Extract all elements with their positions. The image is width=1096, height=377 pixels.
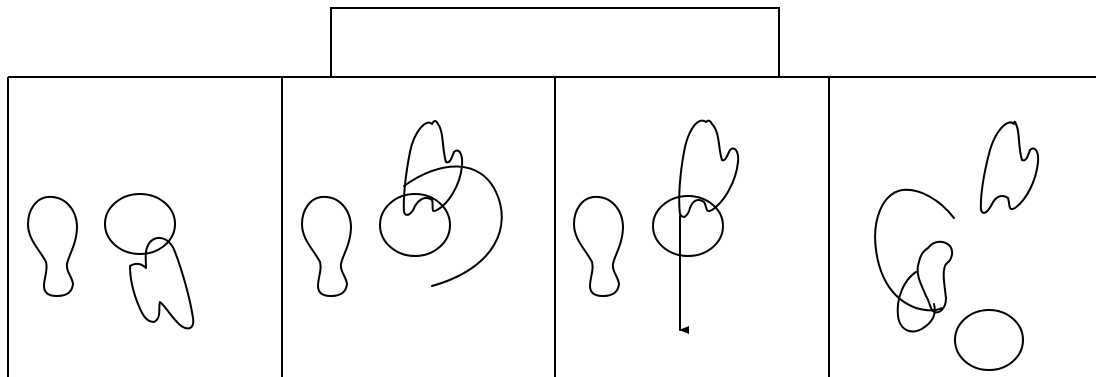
curved-strand [875,190,954,311]
pin-shape [574,197,623,296]
panel-3 [574,121,738,330]
panel-2 [302,121,502,296]
curved-strand [404,166,502,286]
panel-frame [8,77,1096,377]
circle-shape [105,194,175,254]
panel-1 [28,194,193,328]
hook-shape [130,238,193,328]
hook-shape [404,121,462,215]
header-box [331,8,779,77]
pin-shape [28,197,77,296]
circle-shape [653,196,723,256]
panel-4 [875,122,1038,370]
circle-shape [380,194,450,256]
pin-shape [918,242,952,313]
hook-shape [981,122,1038,213]
circle-shape [955,310,1023,370]
pin-shape [302,197,351,296]
